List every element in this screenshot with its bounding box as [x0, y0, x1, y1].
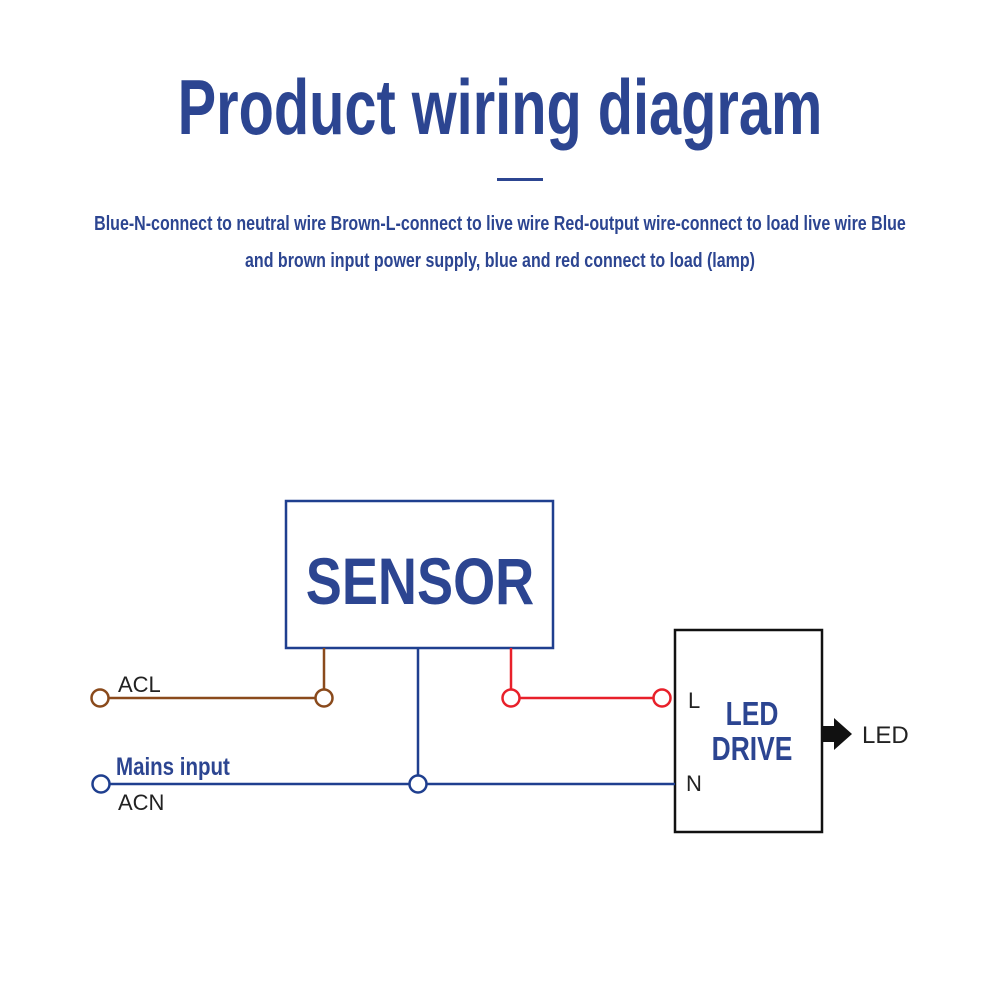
mains-input-label: Mains input [116, 752, 230, 780]
output-led-label: LED [862, 722, 909, 749]
led-driver-label-line2: DRIVE [712, 731, 793, 767]
sensor-label: SENSOR [306, 544, 535, 618]
page-title: Product wiring diagram [177, 63, 823, 151]
description-line-2: and brown input power supply, blue and r… [245, 250, 755, 272]
title-underline [497, 178, 543, 181]
acn-input-terminal [91, 774, 111, 794]
acl-input-terminal [90, 688, 110, 708]
sensor-box [284, 499, 555, 650]
sensor-output-terminal [501, 688, 521, 708]
driver-terminal-n: N [686, 771, 702, 796]
led-driver-label-line1: LED [726, 696, 779, 732]
acl-label: ACL [118, 672, 161, 697]
acn-label: ACN [118, 790, 164, 815]
sensor-live-terminal [314, 688, 334, 708]
driver-terminal-l: L [688, 688, 700, 713]
description: Blue-N-connect to neutral wire Brown-L-c… [52, 206, 948, 280]
description-line-1: Blue-N-connect to neutral wire Brown-L-c… [94, 213, 906, 235]
driver-live-terminal [652, 688, 672, 708]
neutral-junction-terminal [408, 774, 428, 794]
output-arrow-icon [822, 718, 852, 750]
